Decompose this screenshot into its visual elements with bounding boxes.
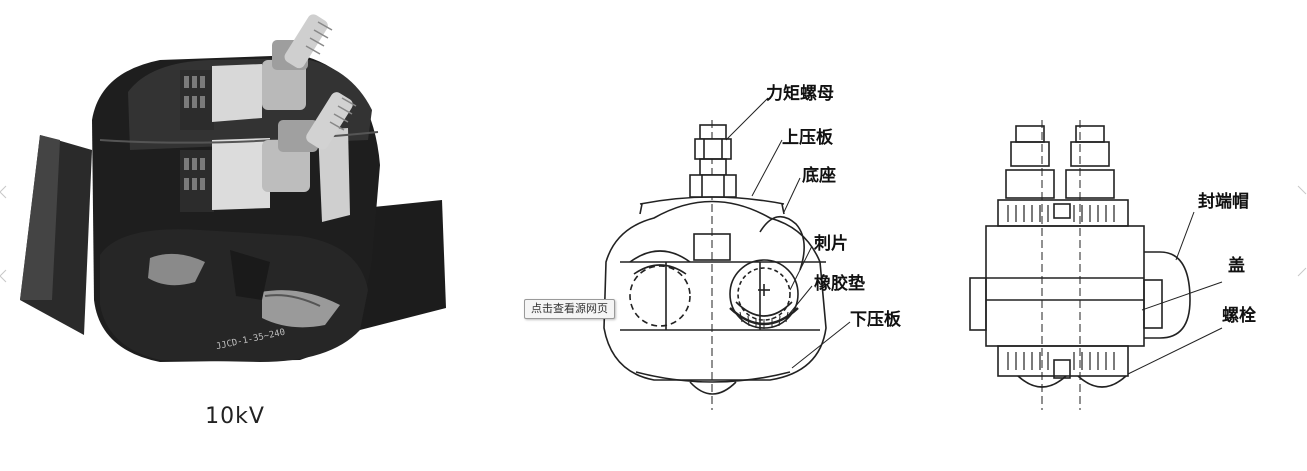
prev-arrow-icon[interactable] — [0, 185, 7, 283]
label-lower-plate: 下压板 — [850, 310, 901, 330]
connector-photo — [20, 14, 446, 362]
label-rubber-pad: 橡胶垫 — [814, 274, 865, 294]
label-bolt: 螺栓 — [1222, 306, 1256, 326]
connector-front-diagram — [969, 120, 1191, 410]
view-source-button[interactable]: 点击查看源网页 — [524, 299, 615, 319]
next-arrow-icon[interactable] — [1297, 185, 1307, 277]
label-torque-nut: 力矩螺母 — [766, 84, 834, 104]
label-base: 底座 — [802, 166, 836, 186]
photo-caption: 10kV — [205, 404, 265, 429]
connector-section-diagram — [603, 120, 827, 410]
leader-lines-section — [725, 97, 851, 369]
label-cover: 盖 — [1228, 256, 1245, 276]
label-blade: 刺片 — [814, 234, 848, 254]
label-upper-plate: 上压板 — [782, 128, 833, 148]
label-end-cap: 封端帽 — [1198, 192, 1249, 212]
leader-lines-front — [1127, 211, 1223, 375]
